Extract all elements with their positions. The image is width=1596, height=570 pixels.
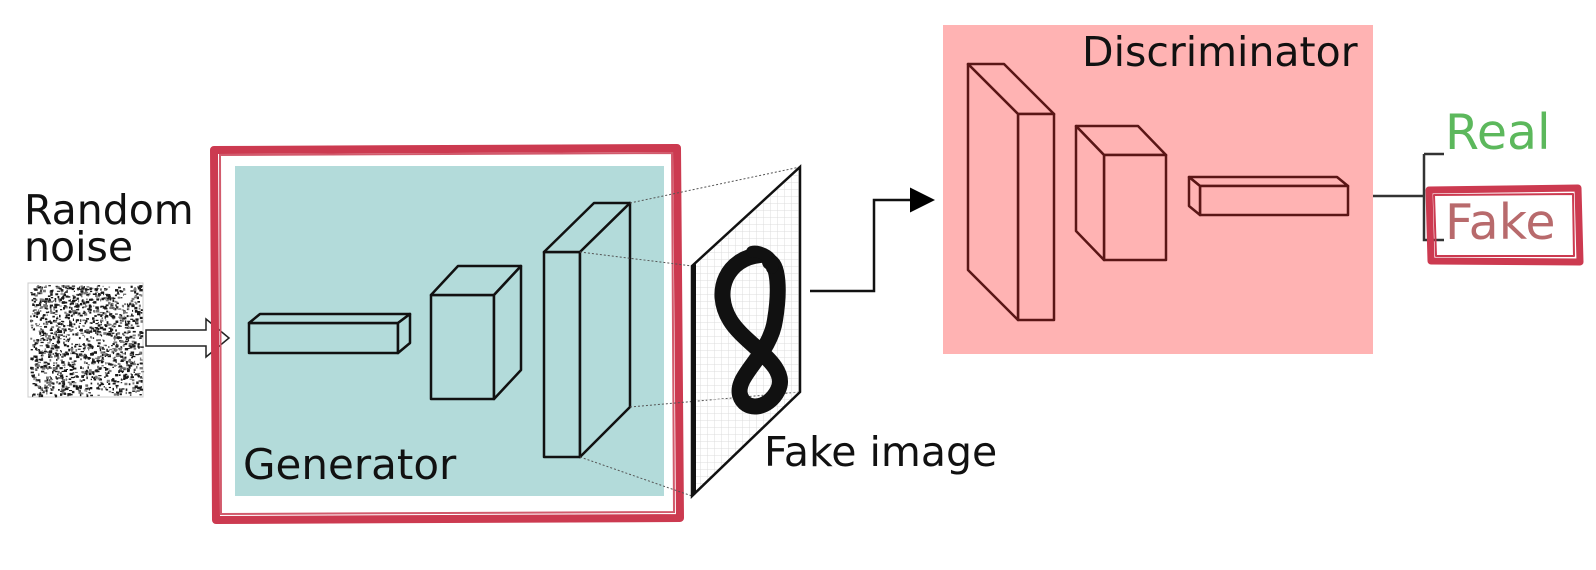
generator-layer-2 <box>429 264 523 401</box>
discriminator-layer-1 <box>966 62 1056 322</box>
fake-output-label: Fake <box>1445 194 1556 251</box>
fake-highlight-box <box>1425 184 1584 266</box>
real-output-label: Real <box>1445 104 1551 161</box>
generator-layer-1 <box>247 312 412 355</box>
random-noise-label: Random noise <box>24 186 194 271</box>
fake-image-card <box>690 164 802 499</box>
fake-image-label: Fake image <box>764 428 998 476</box>
generator-label: Generator <box>243 440 457 489</box>
discriminator-layer-2 <box>1074 124 1168 262</box>
discriminator-label: Discriminator <box>1082 28 1358 76</box>
digit-eight-icon <box>714 247 788 415</box>
output-bracket <box>1373 152 1444 242</box>
generator-layer-3 <box>542 201 632 459</box>
to-discriminator-arrow <box>810 187 935 293</box>
noise-image <box>27 282 145 398</box>
discriminator-layer-3 <box>1187 175 1350 217</box>
